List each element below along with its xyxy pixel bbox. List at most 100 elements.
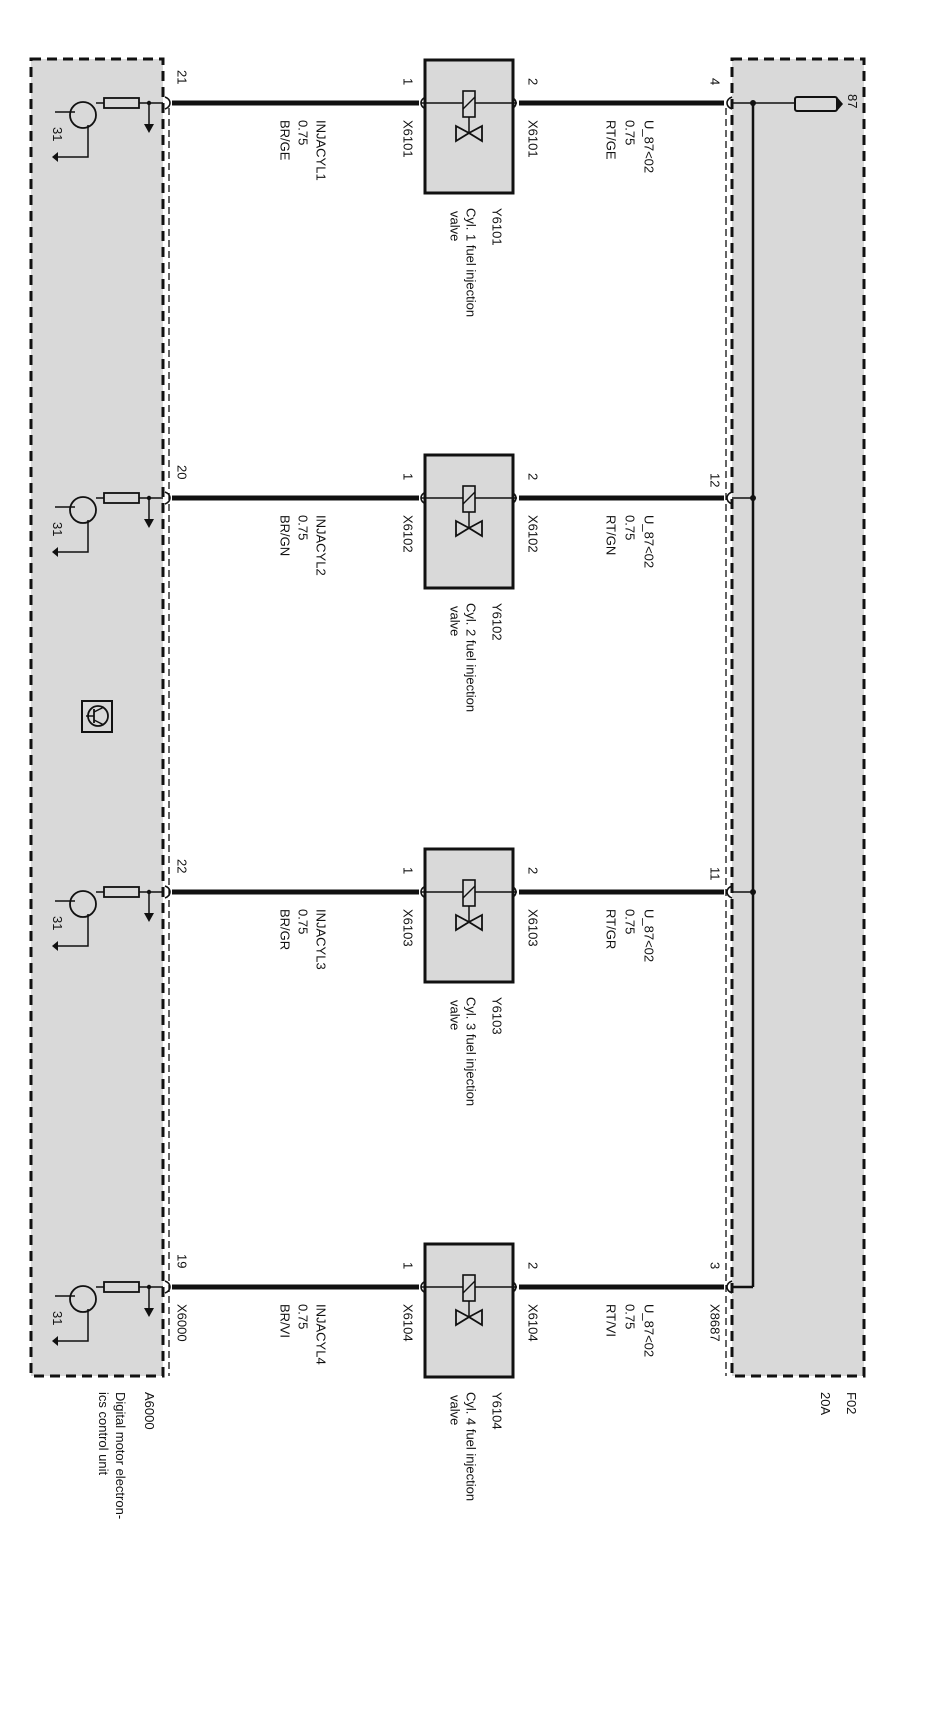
injector-connector-1: X6101 (401, 120, 416, 158)
signal-wire-label: INJACYL1 (314, 120, 329, 181)
supply-wire-label: 0.75 (623, 120, 638, 145)
fuse-id: F02 (844, 1392, 859, 1414)
down-arrow-icon (144, 913, 154, 922)
signal-wire-label: BR/GN (278, 515, 293, 556)
valve-icon (455, 913, 483, 932)
ecu-pin-number: 19 (175, 1254, 190, 1268)
ground-arrow-icon (52, 547, 58, 557)
signal-wire-label: INJACYL2 (314, 515, 329, 576)
signal-wire-label: 0.75 (296, 909, 311, 934)
injector-box (423, 847, 515, 984)
ecu-pin-number: 21 (175, 70, 190, 84)
connector-pin-icon (726, 1280, 733, 1294)
connector-pin-icon (164, 491, 171, 505)
ground-line (58, 1309, 89, 1342)
connector-pin-icon (726, 491, 733, 505)
injector-box (423, 58, 515, 195)
fuse-symbol (794, 96, 843, 112)
injector-name: Cyl. 3 fuel injection (464, 997, 479, 1106)
supply-wire-label: U_87<02 (642, 1304, 657, 1357)
ground-line (58, 914, 89, 947)
ecu-connector-label: X6000 (175, 1304, 190, 1342)
ecu-pin-number: 22 (175, 859, 190, 873)
signal-wire-label: 0.75 (296, 1304, 311, 1329)
injector-id: Y6102 (490, 603, 505, 641)
ground-arrow-icon (52, 152, 58, 162)
solenoid-diagonal (462, 96, 476, 110)
solenoid-coil-icon (462, 90, 476, 118)
down-arrow-icon (144, 124, 154, 133)
fuse-box-pin: 4 (708, 78, 723, 85)
ecu-id: A6000 (142, 1392, 157, 1430)
valve-icon (455, 1308, 483, 1327)
signal-wire-label: BR/VI (278, 1304, 293, 1338)
supply-wire-label: 0.75 (623, 1304, 638, 1329)
signal-wire-label: 0.75 (296, 120, 311, 145)
resistor-icon (103, 886, 140, 898)
supply-wire-label: 0.75 (623, 909, 638, 934)
injector-connector-2: X6103 (526, 909, 541, 947)
valve-icon (455, 519, 483, 538)
injector-name: Cyl. 1 fuel injection (464, 208, 479, 317)
supply-wire-label: U_87<02 (642, 515, 657, 568)
control-unit-icon (81, 700, 113, 733)
injector-name: Cyl. 2 fuel injection (464, 603, 479, 712)
solenoid-coil-icon (462, 1274, 476, 1302)
injector-name-cont: valve (448, 1395, 463, 1425)
solenoid-diagonal (462, 885, 476, 899)
junction-dot (146, 889, 152, 895)
signal-wire-label: INJACYL3 (314, 909, 329, 970)
connector-pin-icon (164, 885, 171, 899)
signal-wire-label: INJACYL4 (314, 1304, 329, 1365)
transistor-icon (69, 1285, 97, 1313)
ground-line (58, 125, 89, 158)
valve-icon (455, 124, 483, 143)
ground-label: 31 (50, 916, 65, 930)
resistor-icon (103, 492, 140, 504)
fuse-pin-label: 87 (845, 94, 860, 108)
injector-connector-2: X6102 (526, 515, 541, 553)
injector-pin-2: 2 (526, 1262, 541, 1269)
ecu-pin-number: 20 (175, 465, 190, 479)
injector-name-cont: valve (448, 211, 463, 241)
resistor-icon (103, 1281, 140, 1293)
transistor-icon (69, 101, 97, 129)
junction-dot (146, 1284, 152, 1290)
supply-wire-label: 0.75 (623, 515, 638, 540)
injector-id: Y6104 (490, 1392, 505, 1430)
down-arrow-icon (144, 1308, 154, 1317)
fuse-rating: 20A (818, 1392, 833, 1415)
fuse-connector-label: X8687 (708, 1304, 723, 1342)
signal-wire-label: 0.75 (296, 515, 311, 540)
injector-connector-1: X6103 (401, 909, 416, 947)
ground-label: 31 (50, 127, 65, 141)
solenoid-diagonal (462, 491, 476, 505)
solenoid-coil-icon (462, 879, 476, 907)
junction-dot (750, 100, 756, 106)
ecu-box (29, 57, 165, 1378)
connector-pin-icon (164, 96, 171, 110)
connector-pin-icon (726, 96, 733, 110)
down-arrow-icon (144, 519, 154, 528)
connector-pin-icon (164, 1280, 171, 1294)
supply-wire-label: RT/GR (604, 909, 619, 949)
injector-name-cont: valve (448, 1000, 463, 1030)
ground-arrow-icon (52, 941, 58, 951)
solenoid-diagonal (462, 1280, 476, 1294)
injector-id: Y6101 (490, 208, 505, 246)
injector-name: Cyl. 4 fuel injection (464, 1392, 479, 1501)
fuse-box-pin: 12 (708, 473, 723, 487)
injector-connector-2: X6104 (526, 1304, 541, 1342)
injector-name-cont: valve (448, 606, 463, 636)
ground-arrow-icon (52, 1336, 58, 1346)
injector-pin-1: 1 (401, 473, 416, 480)
supply-wire-label: RT/GN (604, 515, 619, 555)
ground-label: 31 (50, 522, 65, 536)
injector-connector-2: X6101 (526, 120, 541, 158)
fuse-box-pin: 11 (708, 867, 723, 881)
